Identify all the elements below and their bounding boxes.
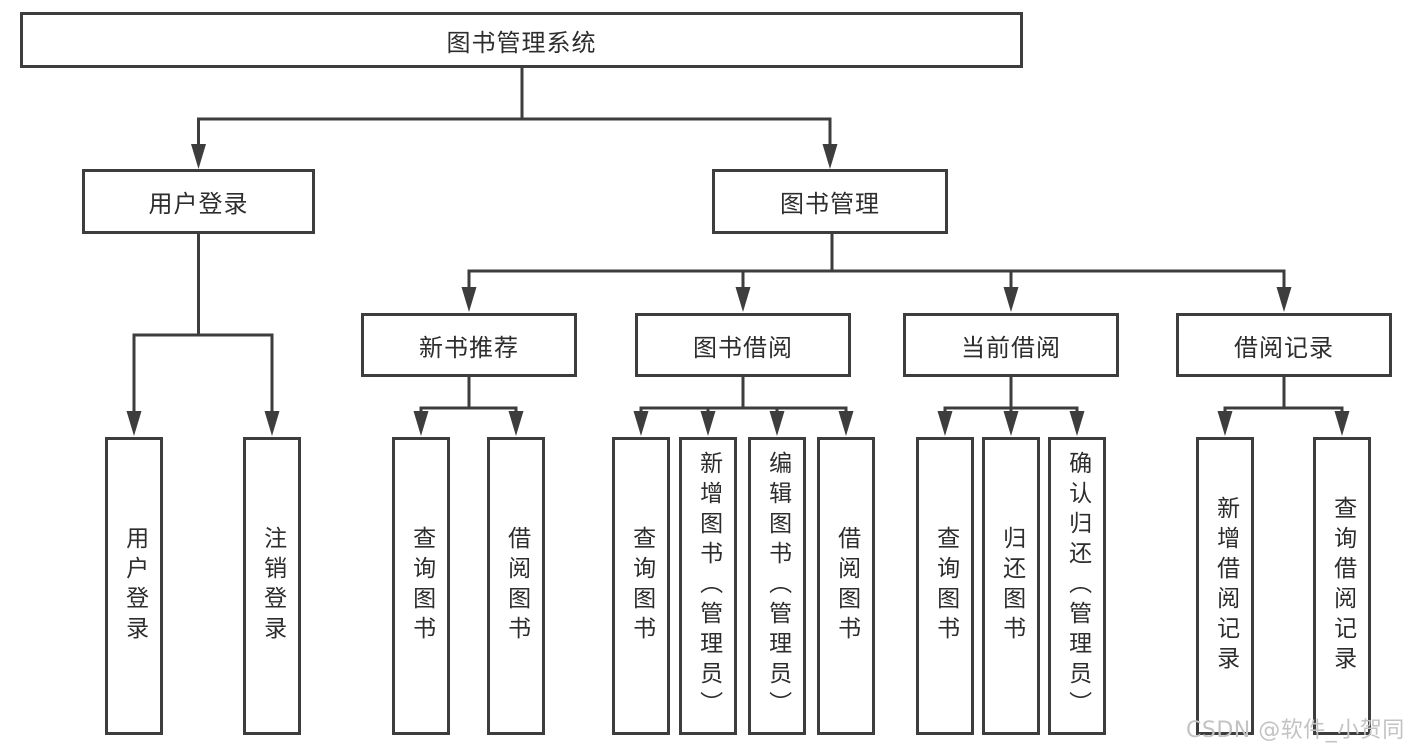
leaf-logout-label: 注销登录 xyxy=(259,526,286,646)
leaf-bb-edit-book: 编辑图书（管理员） xyxy=(748,437,806,735)
node-current-borrow-label: 当前借阅 xyxy=(961,333,1061,362)
node-book-manage-label: 图书管理 xyxy=(780,190,880,218)
node-book-borrow-label: 图书借阅 xyxy=(693,333,793,362)
csdn-watermark: CSDN @软件_小贺同学 xyxy=(1186,718,1405,743)
leaf-nb-borrow-book: 借阅图书 xyxy=(487,437,545,735)
leaf-user-login: 用户登录 xyxy=(105,437,163,735)
leaf-cb-confirm-return: 确认归还（管理员） xyxy=(1048,437,1106,735)
node-book-manage: 图书管理 xyxy=(712,169,948,234)
node-book-borrow: 图书借阅 xyxy=(635,313,851,377)
leaf-cb-query-book: 查询图书 xyxy=(916,437,974,735)
leaf-nb-query-book: 查询图书 xyxy=(392,437,450,735)
leaf-cb-confirm-return-label: 确认归还（管理员） xyxy=(1064,451,1091,721)
node-borrow-records: 借阅记录 xyxy=(1176,313,1392,377)
node-root-label: 图书管理系统 xyxy=(446,28,597,57)
leaf-cb-return-book-label: 归还图书 xyxy=(998,526,1025,646)
node-new-book-recommend: 新书推荐 xyxy=(361,313,577,377)
leaf-user-login-label: 用户登录 xyxy=(121,526,148,646)
node-root: 图书管理系统 xyxy=(20,12,1023,68)
leaf-bb-borrow-book-label: 借阅图书 xyxy=(833,526,860,646)
leaf-bb-query-book-label: 查询图书 xyxy=(628,526,655,646)
node-user-login: 用户登录 xyxy=(82,169,315,234)
leaf-bb-add-book-label: 新增图书（管理员） xyxy=(695,451,722,721)
leaf-bb-edit-book-label: 编辑图书（管理员） xyxy=(764,451,791,721)
leaf-br-add-record-label: 新增借阅记录 xyxy=(1212,496,1239,676)
leaf-bb-borrow-book: 借阅图书 xyxy=(817,437,875,735)
node-user-login-label: 用户登录 xyxy=(148,190,249,218)
node-borrow-records-label: 借阅记录 xyxy=(1234,333,1334,362)
leaf-br-query-record-label: 查询借阅记录 xyxy=(1329,496,1356,676)
leaf-cb-query-book-label: 查询图书 xyxy=(932,526,959,646)
node-new-book-recommend-label: 新书推荐 xyxy=(419,333,519,362)
leaf-bb-add-book: 新增图书（管理员） xyxy=(679,437,737,735)
leaf-br-query-record: 查询借阅记录 xyxy=(1313,437,1371,735)
leaf-cb-return-book: 归还图书 xyxy=(982,437,1040,735)
leaf-nb-query-book-label: 查询图书 xyxy=(408,526,435,646)
leaf-logout: 注销登录 xyxy=(243,437,301,735)
node-current-borrow: 当前借阅 xyxy=(903,313,1119,377)
arrowheads xyxy=(126,144,1350,436)
leaf-bb-query-book: 查询图书 xyxy=(612,437,670,735)
leaf-br-add-record: 新增借阅记录 xyxy=(1196,437,1254,735)
leaf-nb-borrow-book-label: 借阅图书 xyxy=(503,526,530,646)
